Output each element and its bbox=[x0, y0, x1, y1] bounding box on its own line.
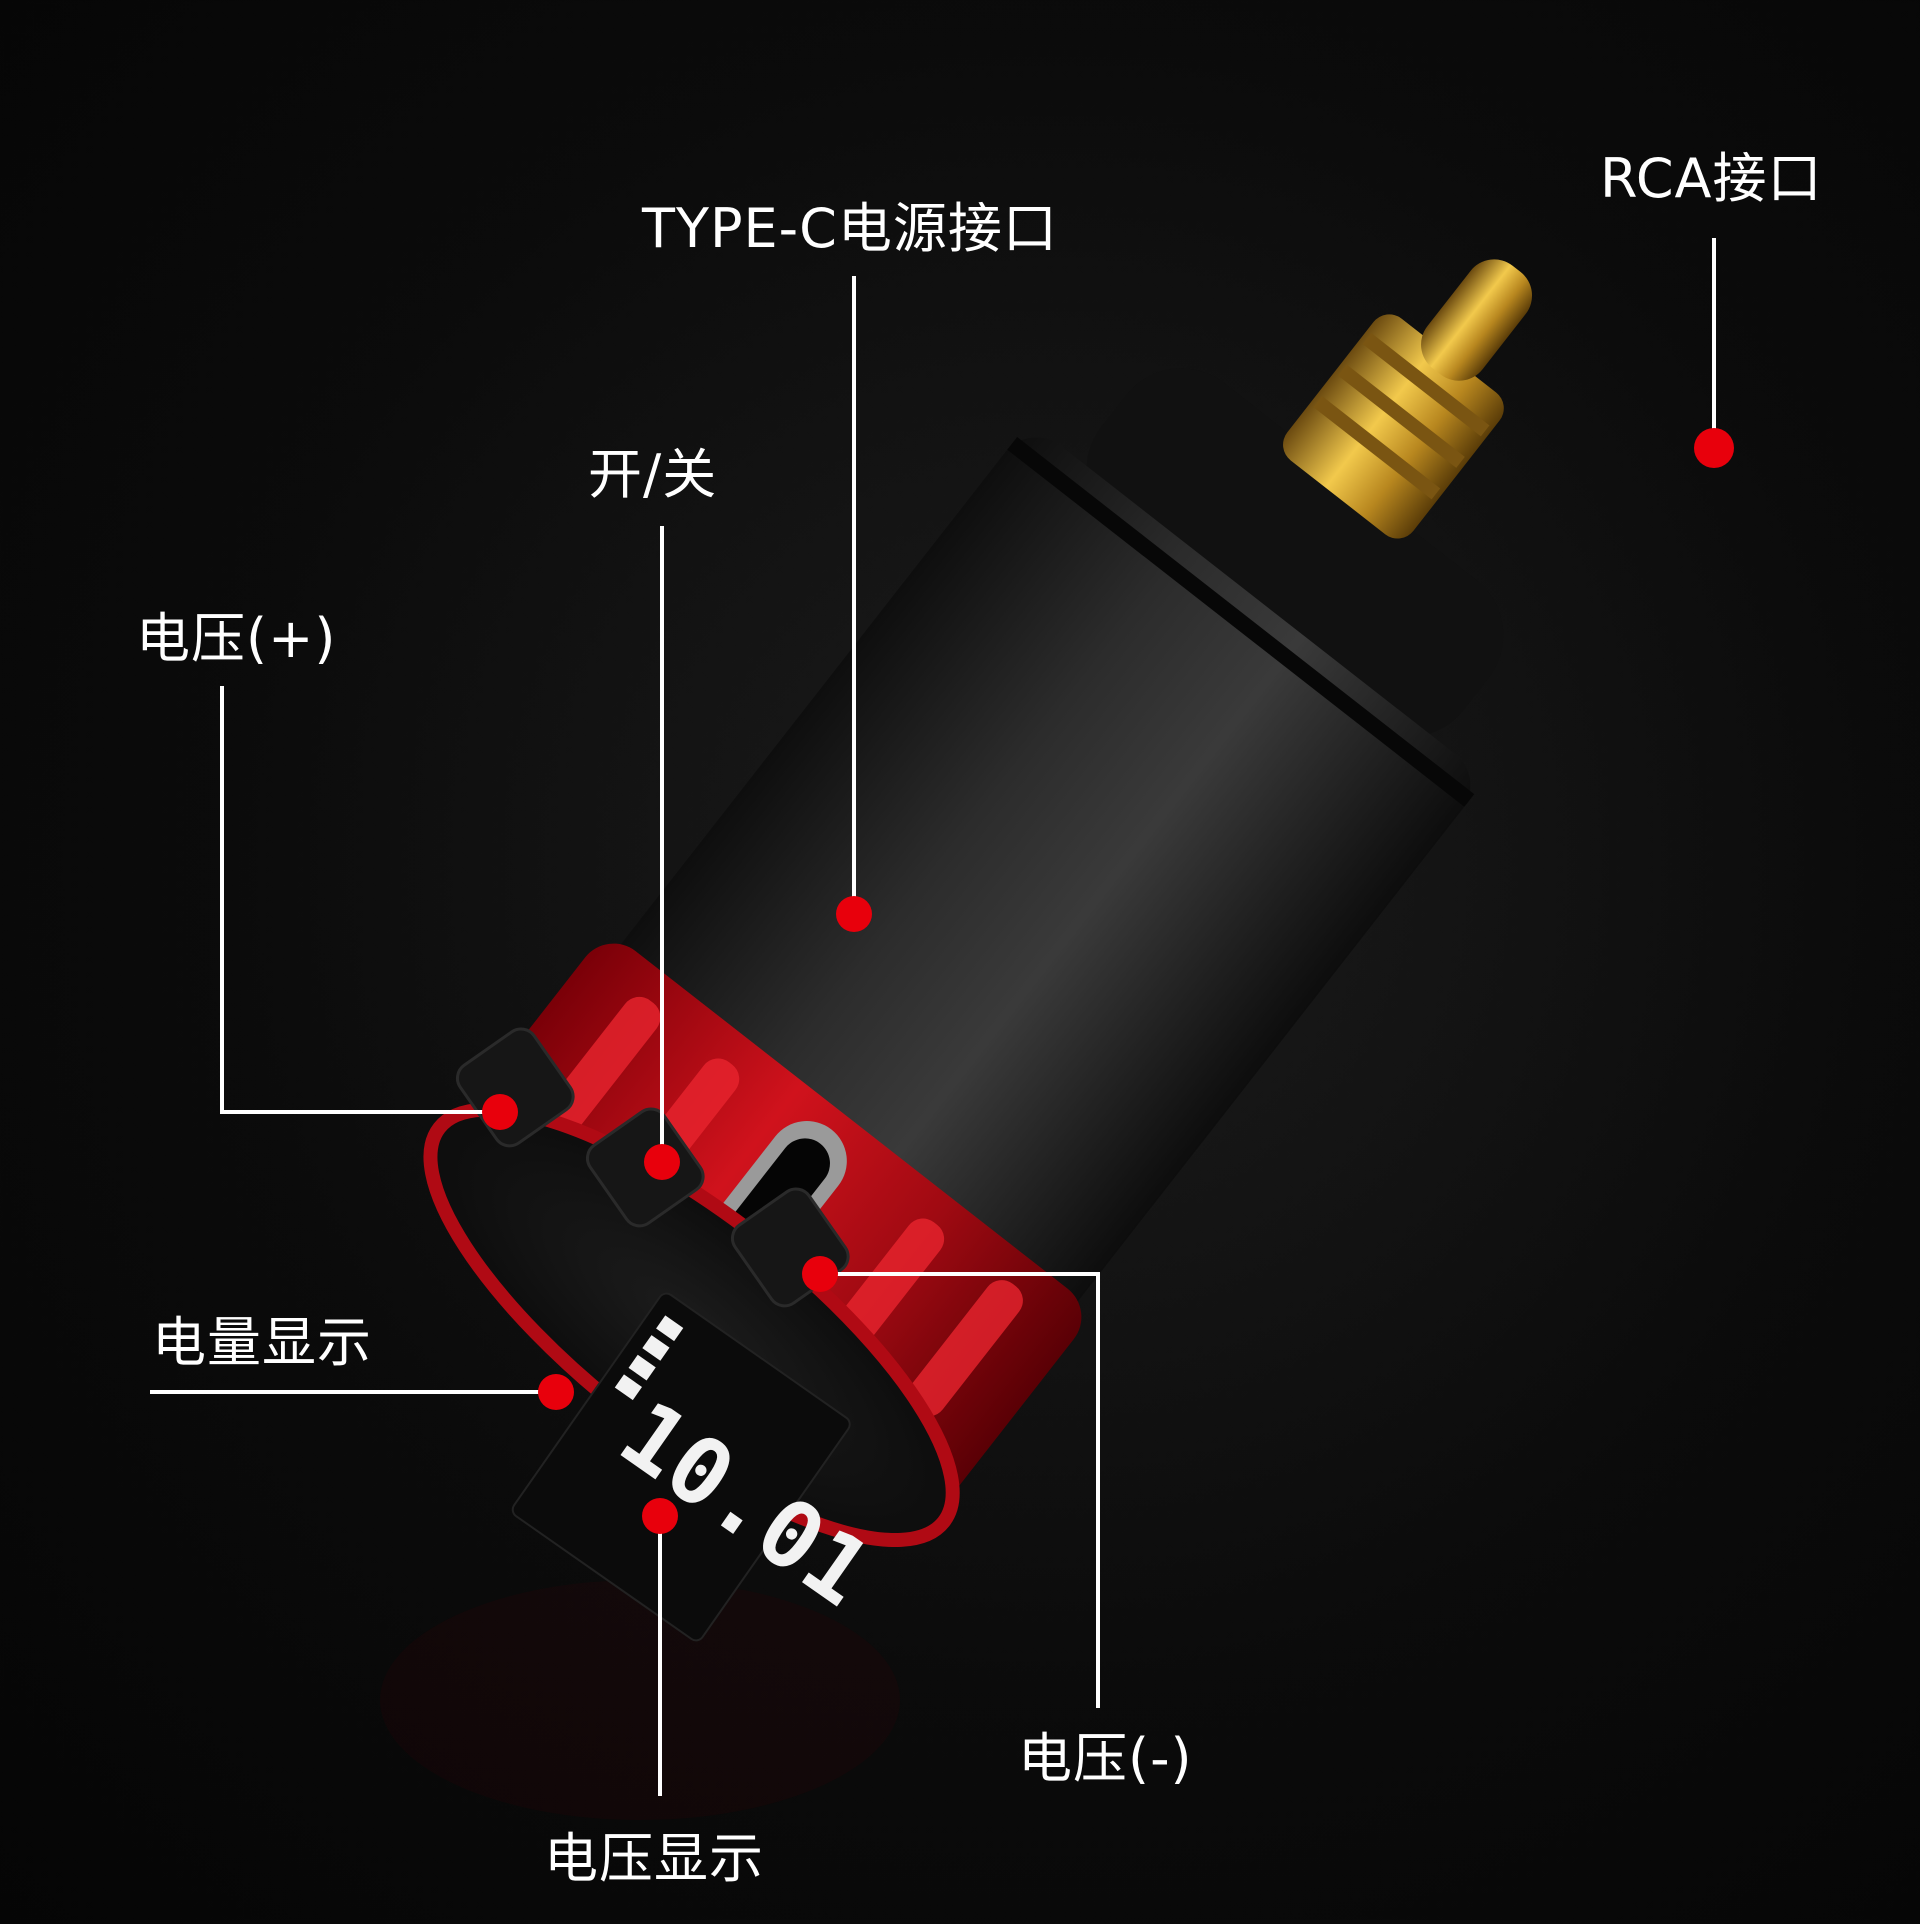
marker-power bbox=[644, 1144, 680, 1180]
label-voltage-up: 电压(+) bbox=[136, 607, 337, 670]
marker-voltage-display bbox=[642, 1498, 678, 1534]
device-body bbox=[423, 259, 1533, 1548]
marker-rca bbox=[1694, 428, 1734, 468]
leader-lines bbox=[150, 238, 1716, 1796]
rear-cap bbox=[1086, 368, 1504, 737]
marker-battery bbox=[538, 1374, 574, 1410]
leader-voltage-down bbox=[820, 1272, 1100, 1708]
markers bbox=[482, 428, 1734, 1534]
battery-bars bbox=[614, 1315, 684, 1401]
battery-bar bbox=[628, 1354, 656, 1381]
marker-typec bbox=[836, 896, 872, 932]
label-power-switch: 开/关 bbox=[588, 443, 718, 506]
label-battery-display: 电量显示 bbox=[152, 1311, 372, 1374]
label-rca-port: RCA接口 bbox=[1600, 147, 1823, 210]
leader-voltage-up bbox=[220, 686, 500, 1114]
battery-bar bbox=[656, 1315, 684, 1342]
rca-connector bbox=[1283, 259, 1533, 539]
label-typec-port: TYPE-C电源接口 bbox=[642, 197, 1058, 260]
battery-bar bbox=[614, 1374, 642, 1401]
floor-reflection bbox=[380, 1580, 900, 1820]
label-voltage-down: 电压(-) bbox=[1018, 1727, 1193, 1790]
battery-bar bbox=[642, 1335, 670, 1361]
marker-voltage-down bbox=[802, 1256, 838, 1292]
marker-voltage-up bbox=[482, 1094, 518, 1130]
label-voltage-display: 电压显示 bbox=[544, 1827, 764, 1890]
